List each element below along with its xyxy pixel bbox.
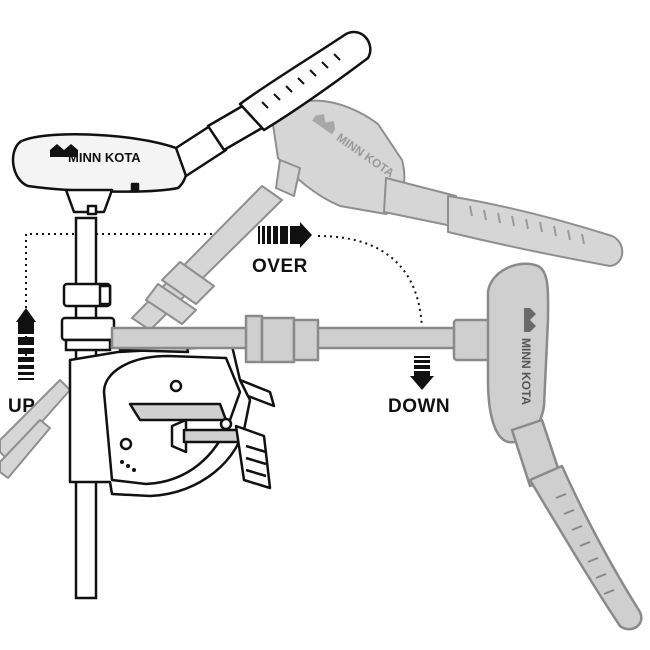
- down-arrow: [410, 356, 434, 390]
- up-label: UP: [8, 396, 36, 417]
- over-label: OVER: [252, 256, 308, 277]
- shaft-collars: [60, 282, 116, 352]
- ghost-lifted-motor: [0, 99, 624, 479]
- deployed-head-logo: MINN KOTA: [519, 308, 536, 405]
- down-label: DOWN: [388, 396, 451, 417]
- motor-head-logo: MINN KOTA: [50, 144, 141, 165]
- ghost-grip-ribs: [469, 205, 585, 245]
- bracket-detail-dots: [120, 460, 136, 472]
- motor-control-head: [11, 124, 228, 216]
- deployed-motor-head: [452, 262, 550, 444]
- up-arrow: [16, 308, 36, 380]
- deployed-tiller-handle: [510, 418, 643, 631]
- over-arrow: [258, 222, 312, 248]
- clamp-screw: [170, 418, 272, 490]
- deployed-grip-ribs: [555, 493, 615, 595]
- motor-brand-text: MINN KOTA: [68, 150, 141, 165]
- deployed-shaft: [110, 314, 466, 364]
- upright-grip-ribs: [261, 53, 341, 109]
- deployed-brand-text: MINN KOTA: [519, 338, 533, 405]
